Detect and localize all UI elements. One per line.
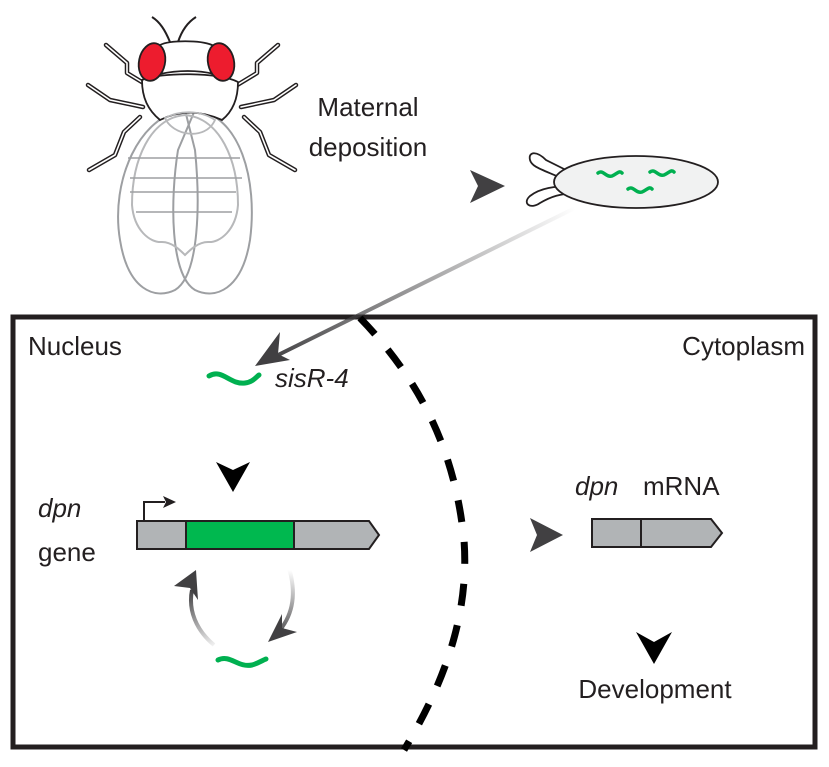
- fly-scutellum: [163, 111, 217, 135]
- fly-eye-left: [137, 42, 167, 82]
- dpn-mrna-body: [591, 518, 724, 548]
- gene-to-mrna-arrowhead: [530, 518, 563, 552]
- embryo-sisr4-rna-1: [596, 170, 624, 179]
- dpn-gene-sisr4-region: [185, 520, 295, 550]
- dpn-mrna-label-italic: dpn: [575, 471, 618, 501]
- dpn-gene-label-word: gene: [38, 537, 96, 567]
- development-label: Development: [578, 674, 732, 704]
- maternal-deposition-label-line2: deposition: [309, 132, 428, 162]
- embryo-sisr4-rna-2: [648, 169, 676, 178]
- fly-illustration: [85, 16, 299, 295]
- fly-wing-left: [117, 108, 199, 295]
- maternal-deposition-label-line1: Maternal: [317, 92, 418, 122]
- nucleus-label: Nucleus: [28, 331, 122, 361]
- fly-abdomen: [130, 113, 240, 257]
- fly-antenna-right: [177, 16, 197, 43]
- fly-eye-right: [206, 42, 236, 82]
- embryo-sisr4-rna-3: [626, 186, 654, 195]
- sisr4-to-gene-arrowhead: [216, 462, 250, 492]
- embryo-to-nucleus-arrowhead: [255, 332, 290, 366]
- feedback-loop-arrowhead-left: [174, 570, 198, 600]
- maternal-deposition-arrowhead: [470, 170, 505, 203]
- fly-head: [159, 40, 215, 76]
- dpn-mrna: [591, 518, 724, 548]
- mrna-to-development-arrowhead: [636, 632, 672, 664]
- cytoplasm-label: Cytoplasm: [682, 331, 805, 361]
- feedback-loop-arrowhead-right: [268, 614, 297, 642]
- embryo-illustration: [525, 152, 719, 209]
- embryo-body: [553, 155, 719, 209]
- fly-antenna-left: [151, 16, 171, 43]
- sisr4-rna-icon: [206, 371, 262, 386]
- fly-wing-right: [172, 108, 253, 295]
- feedback-loop-arrow-right: [278, 567, 295, 632]
- cell-boundary: [10, 314, 818, 750]
- feedback-loop-arrow-left: [189, 589, 216, 647]
- dpn-mrna-label-word: mRNA: [643, 471, 720, 501]
- transcription-start-icon: [143, 501, 165, 520]
- dpn-gene: [136, 520, 381, 550]
- dpn-gene-label-italic: dpn: [38, 493, 81, 523]
- fly-thorax: [141, 73, 239, 122]
- sisr4-label: sisR-4: [275, 363, 349, 393]
- embryo-to-nucleus-arrow-shaft: [271, 206, 576, 360]
- feedback-sisr4-rna-icon: [215, 656, 269, 668]
- transcription-start-arrowhead: [163, 496, 176, 508]
